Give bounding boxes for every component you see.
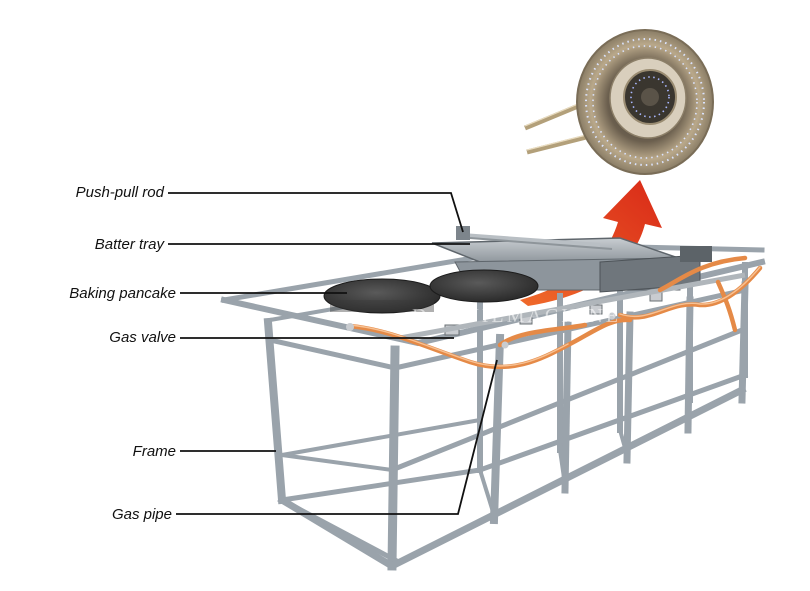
zoom-arrow [520,180,662,306]
callout-baking-pancake: Baking pancake [69,285,347,302]
label-baking-pancake: Baking pancake [69,285,176,302]
callout-gas-pipe: Gas pipe [112,359,498,523]
burner-outer-ring-holes-2 [592,45,698,159]
gas-hoses [346,255,763,370]
gas-valve-3 [589,304,603,315]
burner-outer-ring-holes [585,38,705,166]
push-pull-rod [461,233,601,247]
baking-plates [323,269,539,314]
leader-push-pull-rod [168,192,464,233]
label-gas-valve: Gas valve [109,329,176,346]
pancake-plate-right [429,269,539,303]
callout-frame: Frame [133,443,276,460]
burner-inner-holes [630,76,670,118]
label-batter-tray: Batter tray [95,236,166,253]
burner-center [641,88,659,106]
burner-detail [524,29,714,175]
pancake-plate-left [323,278,441,314]
leader-gas-pipe [176,359,498,515]
label-frame: Frame [133,443,176,460]
label-push-pull-rod: Push-pull rod [76,184,165,201]
callout-gas-valve: Gas valve [109,329,454,346]
callout-push-pull-rod: Push-pull rod [76,184,464,233]
watermark: DAHUILMACHINE [412,305,621,327]
label-gas-pipe: Gas pipe [112,506,172,523]
gas-valves [399,272,746,341]
rod-handle [456,226,470,240]
tray-rear-plate [680,246,712,262]
callout-batter-tray: Batter tray [95,236,470,253]
